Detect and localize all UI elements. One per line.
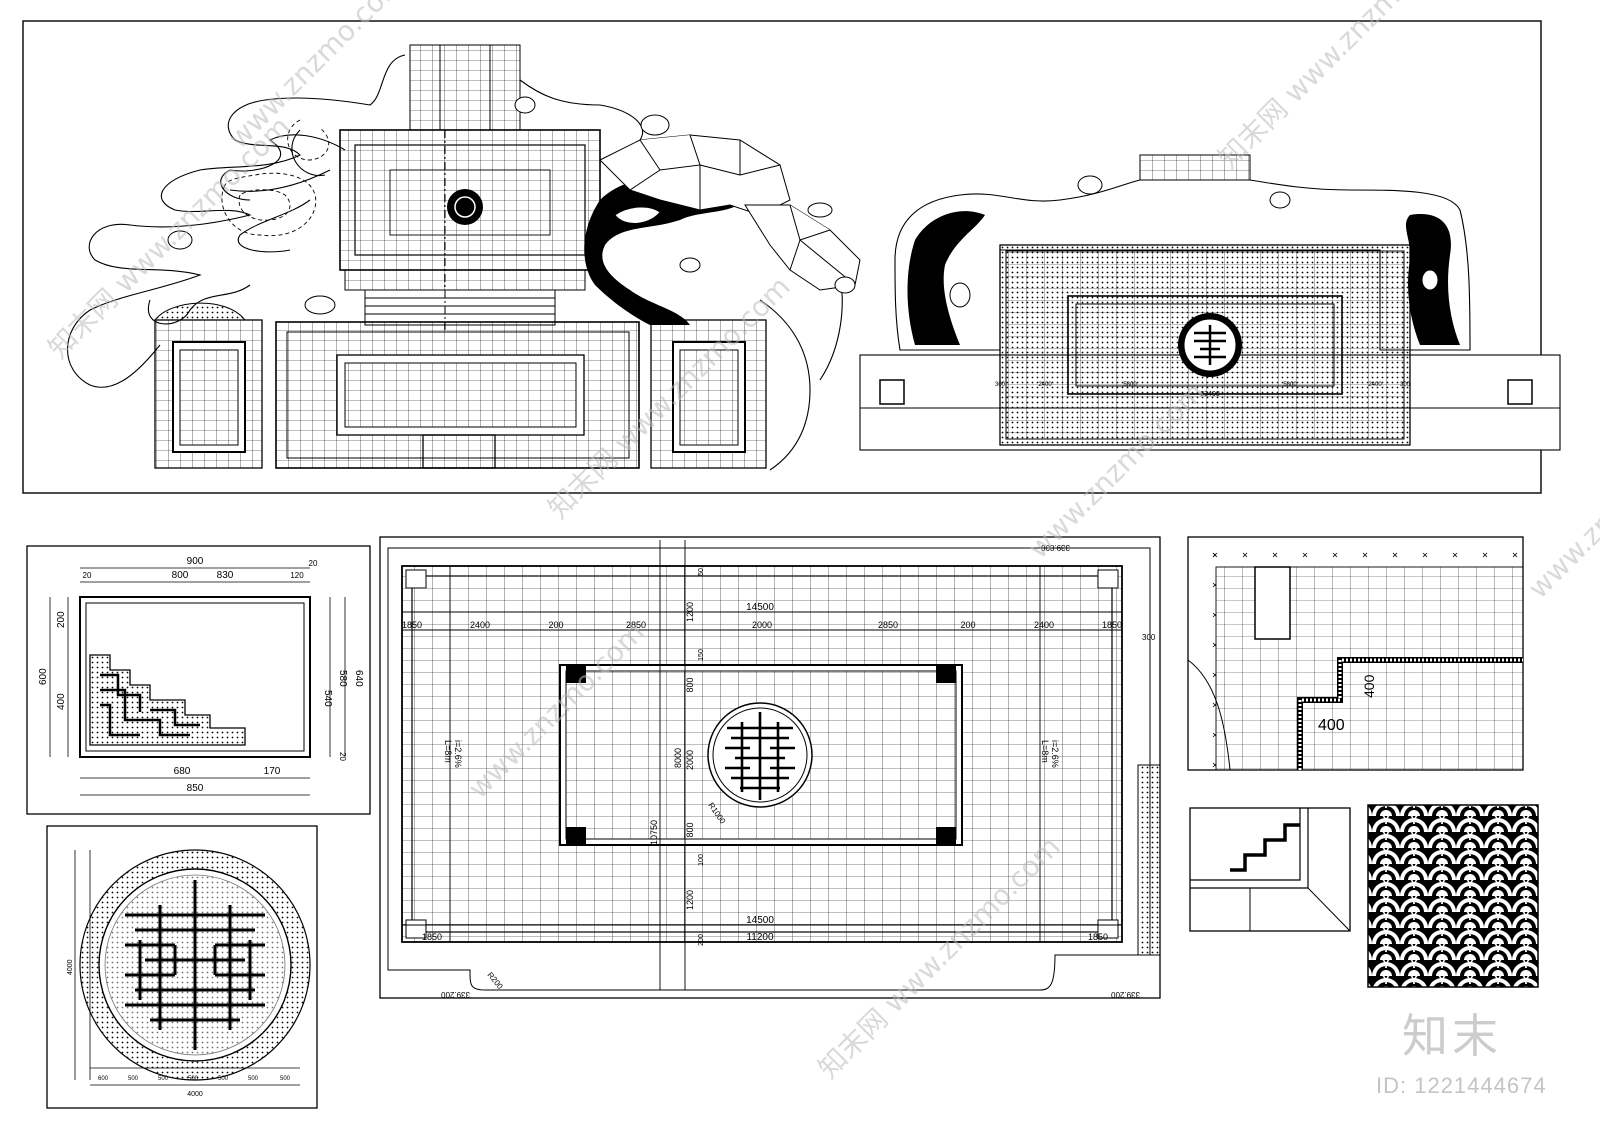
corner-dim-top-small-3: 20: [309, 559, 318, 568]
medallion-bottom-dim: 500: [128, 1076, 139, 1082]
tr-dim: 2400: [1368, 382, 1382, 388]
main-center-dim: 800: [685, 677, 695, 692]
main-small-dim: 100: [698, 854, 705, 866]
main-bottom-inner: 11200: [746, 932, 774, 943]
corner-dim-bottom-3: 850: [187, 783, 204, 794]
main-inner-height: 8000: [673, 748, 683, 768]
main-slope-left-l: L=8m: [443, 740, 453, 763]
corner-dim-right-4: 20: [338, 752, 347, 761]
main-center-dim: 800: [685, 822, 695, 837]
main-top-dimensions: 1850 2400 200 2850 2000 2850 200 2400 1850: [402, 620, 1122, 630]
watermark-text: 知末网 www.znzmo.com: [1212, 0, 1467, 175]
main-top-segment-dim: 2400: [470, 620, 490, 630]
dashed-contours: [221, 119, 330, 237]
main-center-dim: 2000: [685, 750, 695, 770]
medallion-bottom-dimensions: 600 500 500 500 500 500 500: [98, 1076, 291, 1082]
main-radius-corner: R200: [485, 971, 505, 992]
medallion-bottom-dim: 500: [158, 1076, 169, 1082]
main-top-segment-dim: 2850: [878, 620, 898, 630]
corner-dim-top-small-2: 120: [290, 571, 304, 580]
main-small-dim: 50: [698, 568, 705, 576]
entry-path: [409, 44, 521, 131]
corner-dim-left-1: 200: [56, 611, 67, 628]
main-elev-top: 339.800: [1041, 543, 1070, 552]
crazy-paving: [599, 134, 861, 291]
main-slope-right-i: i=2.6%: [1050, 740, 1060, 768]
top-right-plan: 300 2400 5800 5800 2400 300 23400: [859, 154, 1561, 451]
corner-dim-top-2: 800: [172, 570, 189, 581]
main-slope-right-l: L=8m: [1040, 740, 1050, 763]
main-elev-bottom-left: 339.200: [441, 990, 470, 999]
upper-terrace: [339, 129, 601, 330]
step-dim-horizontal: 400: [1318, 717, 1345, 734]
corner-dim-right-1: 640: [353, 670, 364, 687]
main-small-dim: 150: [698, 649, 705, 661]
main-small-dimensions: 50 150 100 200: [698, 568, 705, 946]
shou-glyph-pattern: [125, 880, 265, 1050]
corner-motifs: [566, 665, 956, 845]
tr-center-dim: 23400: [1200, 391, 1220, 398]
corner-dim-top-1: 900: [187, 556, 204, 567]
main-top-segment-dim: 2850: [626, 620, 646, 630]
medallion-detail-panel: 600 500 500 500 500 500 500 4000 4000: [46, 825, 318, 1109]
medallion-bottom-dim: 600: [98, 1076, 109, 1082]
watermark-logo: 知末: [1402, 1009, 1502, 1063]
main-center-dimensions: 1200 800 2000 800 1200: [685, 602, 695, 910]
step-dim-vertical: 400: [1361, 674, 1377, 698]
main-slope-left-i: i=2.6%: [453, 740, 463, 768]
main-center-dim: 1200: [685, 602, 695, 622]
main-medallion-glyph: [725, 712, 795, 800]
main-top-segment-dim: 2400: [1034, 620, 1054, 630]
lower-plaza: [154, 319, 767, 469]
small-corner-panel: [1189, 807, 1351, 932]
main-small-dim: 200: [698, 934, 705, 946]
main-right-edge: 300: [1142, 633, 1156, 642]
tr-dim: 300: [995, 382, 1006, 388]
corner-dim-left-3: 400: [56, 693, 67, 710]
tr-dim: 5800: [1283, 382, 1297, 388]
top-site-plan-panel: [22, 20, 1542, 494]
tr-dim: 5800: [1123, 382, 1137, 388]
corner-dim-top-3: 830: [217, 570, 234, 581]
main-top-segment-dim: 200: [548, 620, 563, 630]
main-center-dim: 1200: [685, 890, 695, 910]
main-top-segment-dim: 200: [960, 620, 975, 630]
step-detail-panel: 400 400: [1187, 536, 1524, 771]
corner-dim-left-2: 600: [38, 668, 49, 685]
rocks: [167, 96, 856, 315]
medallion-bottom-dim: 500: [218, 1076, 229, 1082]
black-stream-right-left: [907, 211, 985, 345]
corner-dim-right-2: 580: [337, 670, 348, 687]
medallion-bottom-dim: 500: [188, 1076, 199, 1082]
corner-dim-bottom-1: 680: [174, 766, 191, 777]
corner-dim-top-small-1: 20: [83, 571, 92, 580]
main-top-segment-dim: 2000: [752, 620, 772, 630]
main-bottom-total: 14500: [746, 915, 774, 926]
medallion-bottom-dim: 500: [280, 1076, 291, 1082]
main-paving-plan-panel: 1850 2400 200 2850 2000 2850 200 2400 1850 1200 8…: [379, 536, 1161, 999]
main-height-total: 10750: [649, 820, 659, 845]
main-top-segment-dim: 1850: [1102, 620, 1122, 630]
watermark-id: ID: 1221444674: [1376, 1073, 1547, 1098]
top-right-dimensions: 300 2400 5800 5800 2400 300: [995, 382, 1411, 388]
main-top-segment-dim: 1850: [402, 620, 422, 630]
corner-detail-panel: 900 800 830 20 120 20 200 600 400 640 58…: [26, 545, 371, 815]
main-bottom-end-right: 1850: [1088, 932, 1108, 942]
main-elev-bottom-right: 339.200: [1111, 990, 1140, 999]
corner-dim-right-3: 540: [322, 690, 333, 707]
medallion-dim-bottom-total: 4000: [187, 1091, 203, 1098]
medallion-dim-left-total: 4000: [67, 959, 74, 975]
fish-scale-panel: [1367, 804, 1539, 988]
medallion-bottom-dim: 500: [248, 1076, 259, 1082]
tr-dim: 2400: [1038, 382, 1052, 388]
tr-dim: 300: [1400, 382, 1411, 388]
corner-dim-bottom-2: 170: [264, 766, 281, 777]
main-bottom-end-left: 1850: [422, 932, 442, 942]
main-top-total: 14500: [746, 602, 774, 613]
